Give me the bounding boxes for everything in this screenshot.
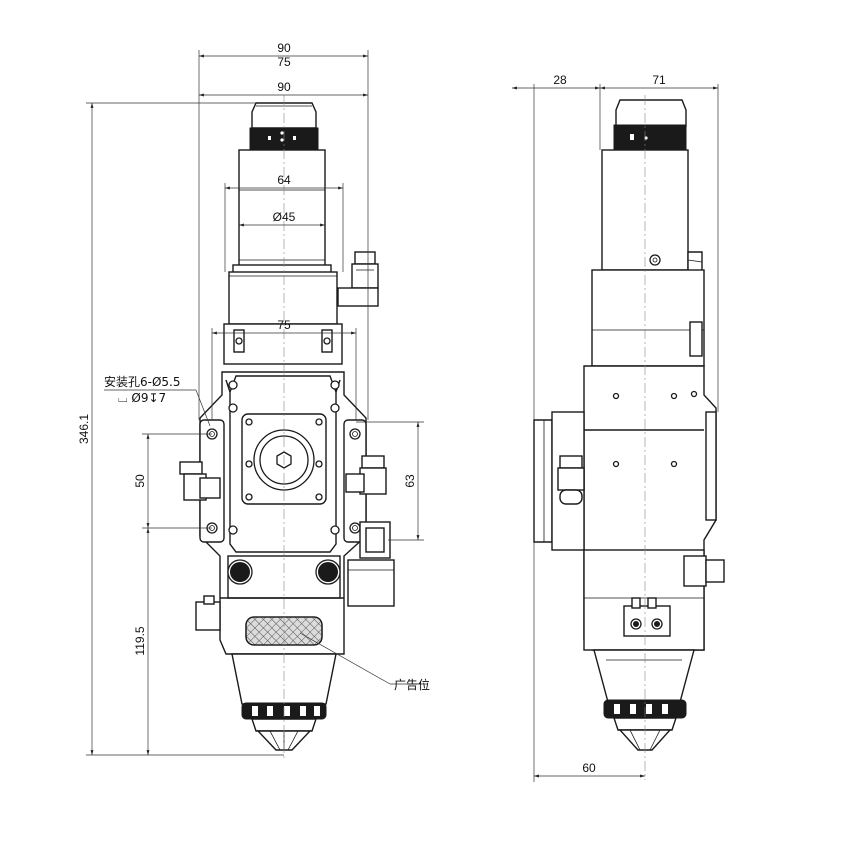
main-housing bbox=[199, 371, 367, 655]
upper-tube bbox=[232, 149, 332, 276]
dim-lower-119: 119.5 bbox=[133, 626, 147, 655]
dim-offset-28: 28 bbox=[553, 73, 567, 87]
dim-height-total: 346.1 bbox=[77, 414, 91, 444]
note-ad-position: 广告位 bbox=[394, 677, 430, 692]
front-view: 90 75 90 64 Ø45 75 346.1 bbox=[77, 41, 430, 760]
dim-top-width: 90 bbox=[277, 41, 291, 55]
note-mount-hole: 安装孔6-Ø5.5 bbox=[104, 374, 181, 389]
connector-block bbox=[347, 521, 395, 607]
front-dimensions: 90 75 90 64 Ø45 75 346.1 bbox=[77, 41, 424, 756]
dim-top-width-inner: 75 bbox=[277, 55, 291, 69]
side-view: 28 71 60 bbox=[512, 73, 725, 782]
air-fitting-upper bbox=[337, 251, 379, 307]
dim-bottom-60: 60 bbox=[582, 761, 596, 775]
air-fitting-right bbox=[345, 455, 387, 495]
front-notes: 安装孔6-Ø5.5 ⌴ Ø9↧7 广告位 bbox=[104, 374, 430, 692]
sensor-bracket bbox=[195, 595, 221, 631]
dim-width-64: 64 bbox=[277, 173, 291, 187]
dim-spacing-63: 63 bbox=[403, 474, 417, 488]
dim-dia-45: Ø45 bbox=[273, 210, 296, 224]
dim-spacing-50: 50 bbox=[133, 474, 147, 488]
focus-block bbox=[223, 271, 343, 365]
side-focus-block bbox=[591, 269, 705, 367]
dim-width-71: 71 bbox=[652, 73, 666, 87]
dim-width-90: 90 bbox=[277, 80, 291, 94]
air-fitting-left bbox=[179, 461, 221, 501]
side-top-cap bbox=[613, 99, 687, 150]
side-dimensions: 28 71 60 bbox=[512, 73, 719, 782]
dim-width-75: 75 bbox=[277, 318, 291, 332]
side-nozzle bbox=[593, 649, 695, 751]
note-counterbore: ⌴ Ø9↧7 bbox=[118, 391, 166, 405]
side-main-housing bbox=[533, 365, 725, 651]
side-upper-tube bbox=[601, 149, 703, 282]
